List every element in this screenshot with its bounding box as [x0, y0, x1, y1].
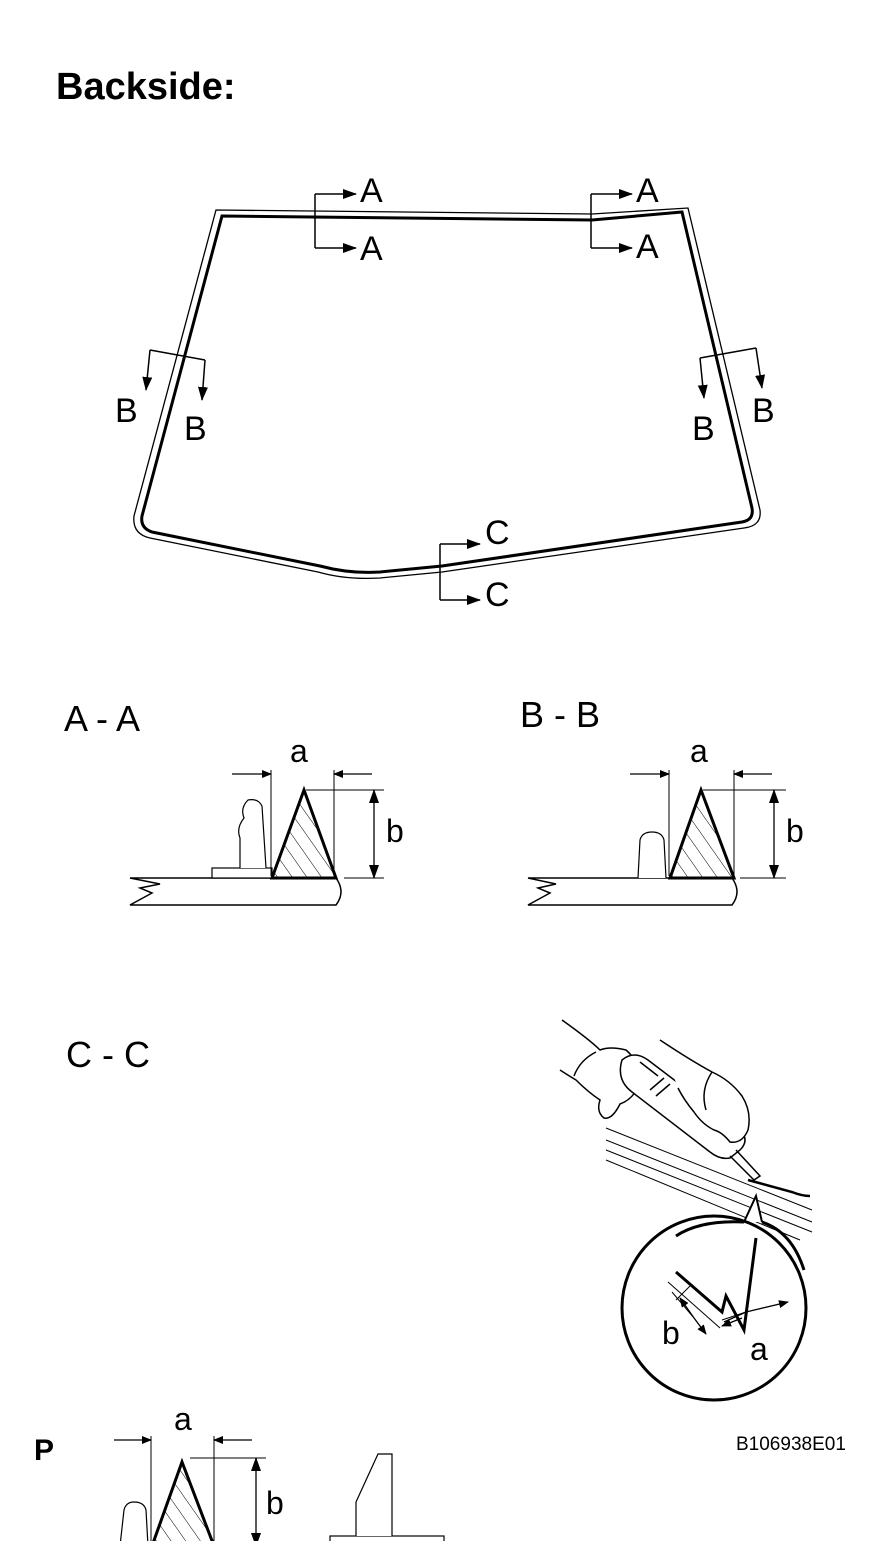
sealant-gun-illustration: [559, 1019, 813, 1402]
dimension-a-label: a: [750, 1331, 768, 1367]
dimension-b-label: b: [662, 1315, 680, 1351]
dimension-b-label: b: [386, 813, 404, 849]
cut-mark-b-left: [142, 349, 208, 401]
cut-label-a: A: [360, 172, 383, 210]
cut-mark-a-right: [590, 189, 633, 253]
cut-mark-a-left: [314, 189, 357, 253]
dimension-a-label: a: [290, 733, 308, 769]
page-title: Backside:: [56, 66, 236, 108]
dimension-b-label: b: [786, 813, 804, 849]
dimension-a-label: a: [174, 1401, 192, 1437]
section-c-c-drawing: [114, 1436, 445, 1541]
cut-label-c: C: [485, 576, 510, 614]
dimension-b-label: b: [266, 1485, 284, 1521]
section-title-b-b: B - B: [520, 694, 601, 735]
figure-code: B106938E01: [736, 1434, 846, 1455]
dimension-a-label: a: [690, 733, 708, 769]
cut-label-b: B: [752, 392, 775, 430]
cut-label-b: B: [184, 410, 207, 448]
section-title-c-c: C - C: [66, 1034, 150, 1075]
cut-label-b: B: [115, 392, 138, 430]
cut-label-a: A: [636, 172, 659, 210]
page-letter: P: [34, 1434, 55, 1467]
section-b-b-drawing: [527, 770, 786, 906]
cut-label-b: B: [692, 410, 715, 448]
cut-label-c: C: [485, 514, 510, 552]
cut-label-a: A: [360, 230, 383, 268]
cut-label-a: A: [636, 228, 659, 266]
windshield-outline: [133, 207, 761, 580]
cut-mark-c: [439, 539, 481, 605]
cut-mark-b-right: [697, 347, 766, 399]
section-a-a-drawing: [129, 770, 384, 906]
section-title-a-a: A - A: [64, 698, 141, 739]
